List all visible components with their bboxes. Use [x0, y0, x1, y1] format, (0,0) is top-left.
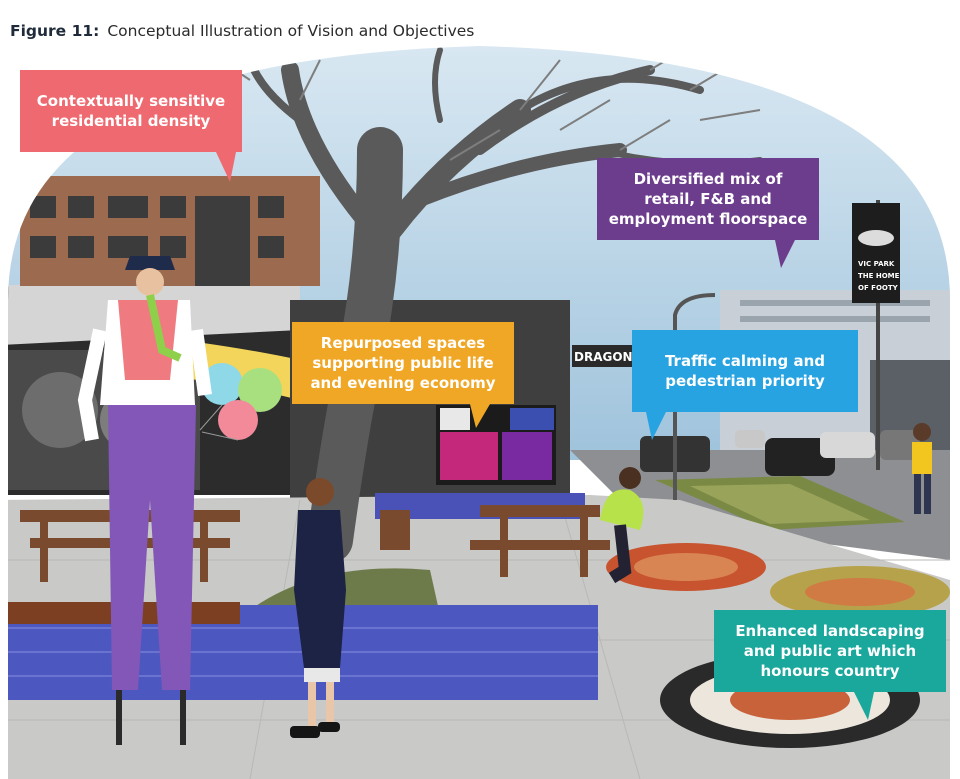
figure-caption: Figure 11: Conceptual Illustration of Vis…	[10, 22, 474, 40]
callout-public-life-text: Repurposed spaces supporting public life…	[310, 334, 496, 392]
car	[765, 438, 835, 476]
banner-line-2: THE HOME	[858, 272, 900, 280]
seated-person	[600, 467, 644, 584]
shop-sign-board	[572, 345, 634, 367]
callout-tail	[470, 404, 490, 428]
callout-tail	[854, 692, 874, 720]
pedestrian	[912, 423, 932, 514]
callout-traffic-calming-text: Traffic calming and pedestrian priority	[664, 352, 826, 390]
callout-tail	[775, 240, 795, 268]
public-art-circle	[770, 566, 950, 618]
banner	[852, 203, 900, 303]
banner-pole	[876, 200, 880, 470]
callout-tail	[216, 152, 236, 182]
callout-tail	[646, 412, 666, 440]
callout-residential-density: Contextually sensitive residential densi…	[20, 70, 242, 182]
callout-residential-density-text: Contextually sensitive residential densi…	[36, 92, 226, 130]
callout-public-life: Repurposed spaces supporting public life…	[292, 322, 514, 428]
callout-landscaping: Enhanced landscaping and public art whic…	[714, 610, 946, 720]
public-art-circle	[606, 543, 766, 591]
stilt-walker	[77, 256, 212, 745]
callout-landscaping-text: Enhanced landscaping and public art whic…	[735, 622, 925, 680]
balloons	[199, 363, 282, 441]
callout-retail-mix-text: Diversified mix of retail, F&B and emplo…	[608, 170, 808, 228]
street-light	[673, 293, 716, 500]
figure-title: Conceptual Illustration of Vision and Ob…	[107, 22, 475, 40]
callout-retail-mix: Diversified mix of retail, F&B and emplo…	[597, 158, 819, 268]
banner-line-1: VIC PARK	[858, 260, 895, 268]
child	[290, 478, 346, 738]
banner-line-3: OF FOOTY	[858, 284, 899, 292]
callout-traffic-calming: Traffic calming and pedestrian priority	[632, 330, 858, 440]
figure-number: Figure 11:	[10, 22, 100, 40]
